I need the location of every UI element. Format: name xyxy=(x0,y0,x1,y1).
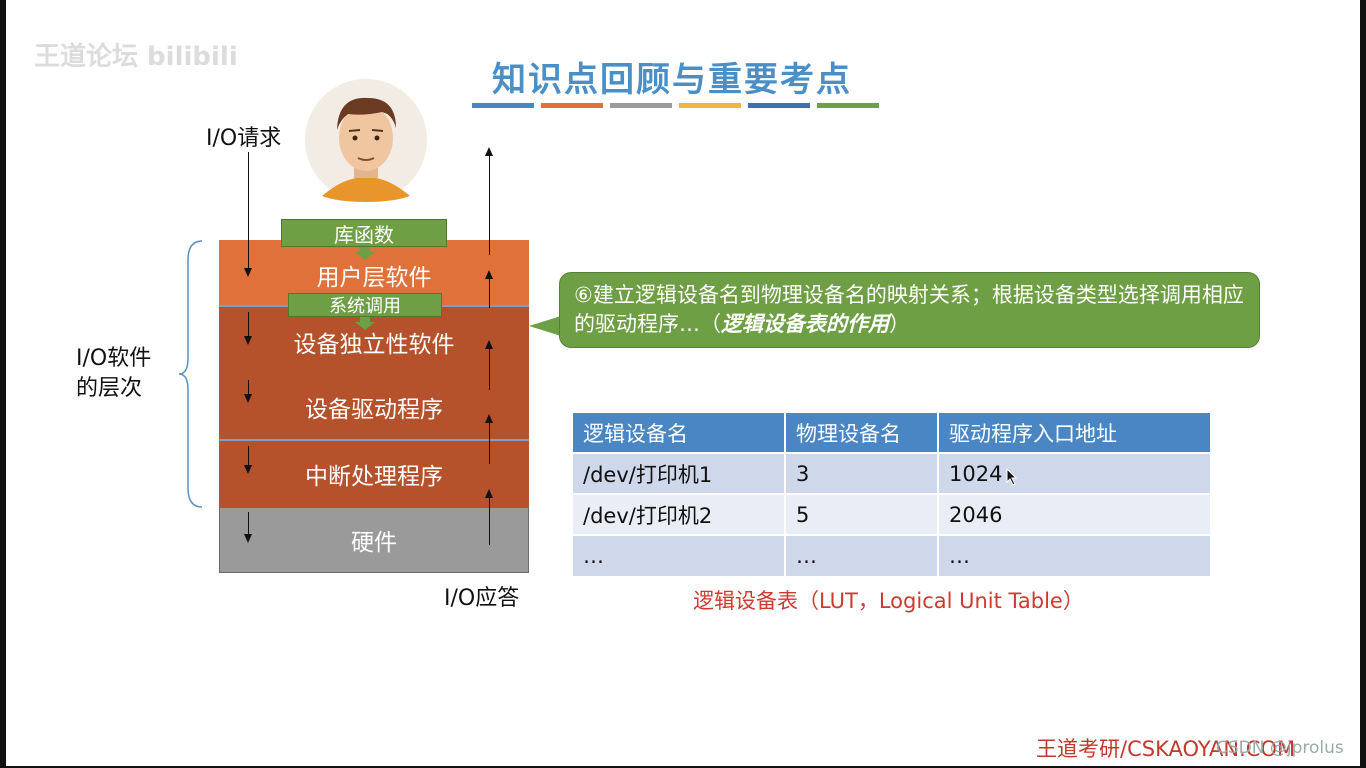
table-row: … … … xyxy=(573,534,1210,576)
up-arrow-icon xyxy=(485,340,493,349)
layer-divider xyxy=(219,439,529,441)
title-bar-segment xyxy=(610,103,672,108)
table-cell: … xyxy=(938,534,1210,576)
down-arrow-icon xyxy=(244,394,252,403)
io-request-label: I/O请求 xyxy=(206,126,282,151)
down-arrow-icon xyxy=(244,534,252,543)
response-arrow-line xyxy=(489,155,490,255)
table-header-cell: 物理设备名 xyxy=(785,413,939,453)
callout-pointer xyxy=(529,316,561,336)
down-arrow-icon xyxy=(244,336,252,345)
io-software-label-line1: I/O软件 xyxy=(76,346,152,371)
table-header-cell: 逻辑设备名 xyxy=(573,413,786,453)
slide: 王道论坛 bilibili 知识点回顾与重要考点 I/O请求 I/O应答 I/O… xyxy=(6,0,1360,766)
table-header-cell: 驱动程序入口地址 xyxy=(938,413,1210,453)
request-arrow-line xyxy=(248,152,249,270)
table-cell: /dev/打印机1 xyxy=(573,452,786,494)
title-bar-segment xyxy=(748,103,810,108)
down-arrow-icon xyxy=(244,268,252,277)
system-call-box: 系统调用 xyxy=(288,293,442,317)
table-cell: 1024 xyxy=(938,452,1210,494)
response-arrow-line xyxy=(489,348,490,390)
table-caption: 逻辑设备表（LUT，Logical Unit Table） xyxy=(693,589,1084,613)
up-arrow-icon xyxy=(485,270,493,279)
person-avatar-icon xyxy=(305,79,427,202)
table-cell: 3 xyxy=(785,452,939,494)
table-cell: … xyxy=(573,534,786,576)
layer-device-independent: 设备独立性软件 xyxy=(219,306,529,374)
title-bar-segment xyxy=(679,103,741,108)
up-arrow-icon xyxy=(485,147,493,156)
down-arrow-icon xyxy=(355,247,375,260)
down-arrow-icon xyxy=(244,465,252,474)
callout-note: ⑥建立逻辑设备名到物理设备名的映射关系；根据设备类型选择调用相应的驱动程序…（逻… xyxy=(559,272,1260,348)
request-arrow-line xyxy=(248,380,249,396)
response-arrow-line xyxy=(489,422,490,464)
io-software-label-line2: 的层次 xyxy=(76,376,143,401)
brace-icon xyxy=(178,240,203,508)
table-header-row: 逻辑设备名 物理设备名 驱动程序入口地址 xyxy=(573,413,1210,453)
layer-interrupt-handler: 中断处理程序 xyxy=(219,440,529,507)
response-arrow-line xyxy=(489,497,490,545)
footer-brand: 王道考研/CSKAOYAN.COM xyxy=(1036,737,1296,761)
request-arrow-line xyxy=(248,312,249,338)
mouse-cursor-icon xyxy=(1006,468,1018,486)
table-cell: 5 xyxy=(785,493,939,535)
layer-user-software: 用户层软件 xyxy=(219,240,529,306)
table-row: /dev/打印机2 5 2046 xyxy=(573,493,1210,535)
layer-device-driver: 设备驱动程序 xyxy=(219,374,529,440)
response-arrow-line xyxy=(489,278,490,308)
title-bar-segment xyxy=(472,103,534,108)
table-cell: /dev/打印机2 xyxy=(573,493,786,535)
up-arrow-icon xyxy=(485,414,493,423)
table-cell: … xyxy=(785,534,939,576)
title-bar-segment xyxy=(541,103,603,108)
slide-title: 知识点回顾与重要考点 xyxy=(492,60,852,100)
layer-hardware: 硬件 xyxy=(219,507,529,573)
table-row: /dev/打印机1 3 1024 xyxy=(573,452,1210,494)
logical-unit-table: 逻辑设备名 物理设备名 驱动程序入口地址 /dev/打印机1 3 1024 /d… xyxy=(573,413,1210,576)
title-bar-segment xyxy=(817,103,879,108)
csdn-watermark: CSDN @jprolus xyxy=(1216,738,1344,758)
io-response-label: I/O应答 xyxy=(444,586,520,611)
callout-text: ⑥建立逻辑设备名到物理设备名的映射关系；根据设备类型选择调用相应的驱动程序…（ xyxy=(574,283,1244,336)
down-arrow-icon xyxy=(355,317,375,330)
watermark: 王道论坛 bilibili xyxy=(34,42,238,72)
up-arrow-icon xyxy=(485,489,493,498)
library-function-box: 库函数 xyxy=(281,219,447,247)
request-arrow-line xyxy=(248,446,249,467)
request-arrow-line xyxy=(248,512,249,536)
table-cell: 2046 xyxy=(938,493,1210,535)
callout-tail-text: ） xyxy=(889,312,910,336)
callout-emphasis: 逻辑设备表的作用 xyxy=(721,312,889,336)
